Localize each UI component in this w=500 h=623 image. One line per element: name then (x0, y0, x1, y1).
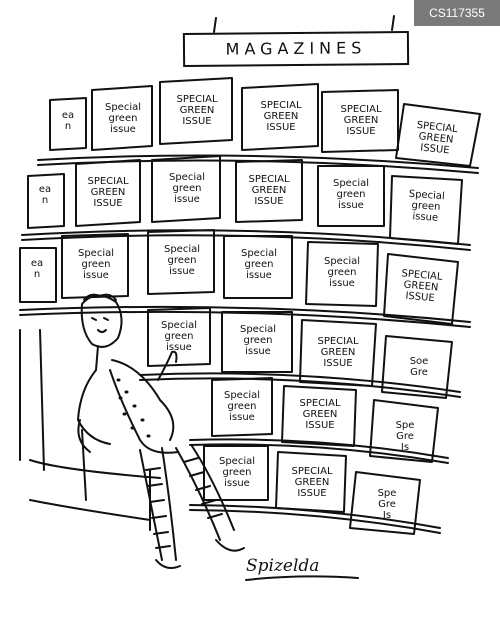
magazine-cover-text: SPECIAL GREEN ISSUE (317, 336, 359, 369)
person-leg-right (191, 445, 235, 531)
sign-hook-right (391, 15, 395, 31)
magazine-cover-text: ea n (30, 258, 44, 280)
magazine-cover-text: SPECIAL GREEN ISSUE (87, 176, 129, 209)
shelf-line (189, 509, 441, 534)
magazine-cover-text: Special green issue (223, 390, 261, 423)
magazine-cover (75, 159, 141, 227)
magazine-cover (27, 173, 65, 229)
magazine-cover-text: Special green issue (240, 248, 278, 281)
magazine-cover (235, 159, 303, 223)
person-foot-left (155, 559, 181, 569)
magazine-cover-text: Special green issue (408, 188, 446, 224)
magazine-cover-text: ea n (38, 184, 52, 206)
magazine-cover (211, 377, 273, 437)
magazine-cover-text: ea n (61, 110, 75, 132)
leg-hatching (145, 467, 171, 549)
magazine-cover (395, 103, 481, 167)
shelf-line (19, 305, 471, 323)
person-hair (83, 293, 117, 301)
wall-line (39, 329, 45, 471)
leg-hatching (183, 457, 223, 519)
magazine-cover-text: SPECIAL GREEN ISSUE (248, 174, 290, 207)
person-eyes (91, 317, 109, 321)
wall-line (81, 429, 87, 501)
magazine-cover-text: Spe Gre Is (377, 488, 397, 521)
magazine-cover-text: SPECIAL GREEN ISSUE (291, 466, 333, 499)
magazine-cover (349, 471, 421, 535)
magazines-sign: MAGAZINES (182, 31, 410, 67)
magazine-cover (369, 399, 439, 463)
person-leg-left (139, 449, 163, 561)
person-leg-right (175, 447, 221, 541)
person-foot-right (215, 539, 245, 552)
magazine-cover (275, 451, 347, 513)
magazine-cover (147, 307, 211, 367)
person-hand-raised (157, 350, 178, 381)
person-jacket-left (77, 369, 111, 445)
artist-signature: Spizelda (246, 556, 320, 576)
person-leg-left (161, 447, 177, 561)
magazine-cover-text: Special green issue (323, 256, 361, 289)
magazine-cover (19, 247, 57, 303)
catalog-badge: CS117355 (414, 0, 500, 26)
person-neck (95, 345, 99, 371)
magazine-cover-text: SPECIAL GREEN ISSUE (260, 100, 302, 133)
magazine-cover (151, 155, 221, 223)
signature-underline (245, 575, 359, 581)
magazine-cover-text: Spe Gre Is (395, 420, 415, 453)
magazine-cover (223, 235, 293, 299)
person-head (80, 294, 123, 348)
magazine-cover-text: SPECIAL GREEN ISSUE (340, 104, 382, 137)
shelf-line (29, 459, 161, 479)
magazine-cover-text: Special green issue (104, 102, 142, 135)
magazine-cover-text: SPECIAL GREEN ISSUE (176, 94, 218, 127)
magazine-cover (147, 229, 215, 295)
magazine-cover-text: Special green issue (160, 320, 198, 353)
magazine-cover (281, 385, 357, 447)
magazine-cover (61, 233, 129, 299)
magazine-cover (241, 83, 319, 151)
shelf-line (189, 438, 449, 459)
magazine-cover (381, 335, 453, 399)
magazine-cover (383, 253, 459, 325)
magazine-cover (203, 445, 269, 501)
person-mouth (97, 329, 107, 333)
shelf-line (189, 443, 449, 464)
magazine-cover-text: Soe Gre (409, 356, 429, 378)
magazine-cover-text: Special green issue (218, 456, 256, 489)
sign-hook-left (213, 17, 217, 33)
shelf-line (37, 154, 479, 169)
shelf-line (29, 499, 151, 521)
magazine-cover-text: Special green issue (239, 324, 277, 357)
magazine-cover-text: SPECIAL GREEN ISSUE (401, 268, 443, 305)
magazine-cover (389, 175, 463, 245)
magazine-cover-text: Special green issue (77, 248, 115, 281)
person-jacket-right (111, 359, 175, 441)
magazine-cover (305, 241, 379, 307)
person-arm-left (77, 419, 91, 453)
magazine-cover-text: Special green issue (163, 244, 201, 277)
magazine-cover-text: SPECIAL GREEN ISSUE (299, 398, 341, 431)
shirt-dots (116, 378, 151, 438)
magazine-cover-text: Special green issue (168, 172, 206, 205)
magazine-cover (49, 97, 87, 151)
magazine-cover (299, 319, 377, 387)
magazine-cover (159, 77, 233, 145)
magazine-cover (91, 85, 153, 151)
magazine-cover-text: Special green issue (332, 178, 370, 211)
magazine-cover (317, 165, 385, 227)
magazine-cover (221, 311, 293, 373)
